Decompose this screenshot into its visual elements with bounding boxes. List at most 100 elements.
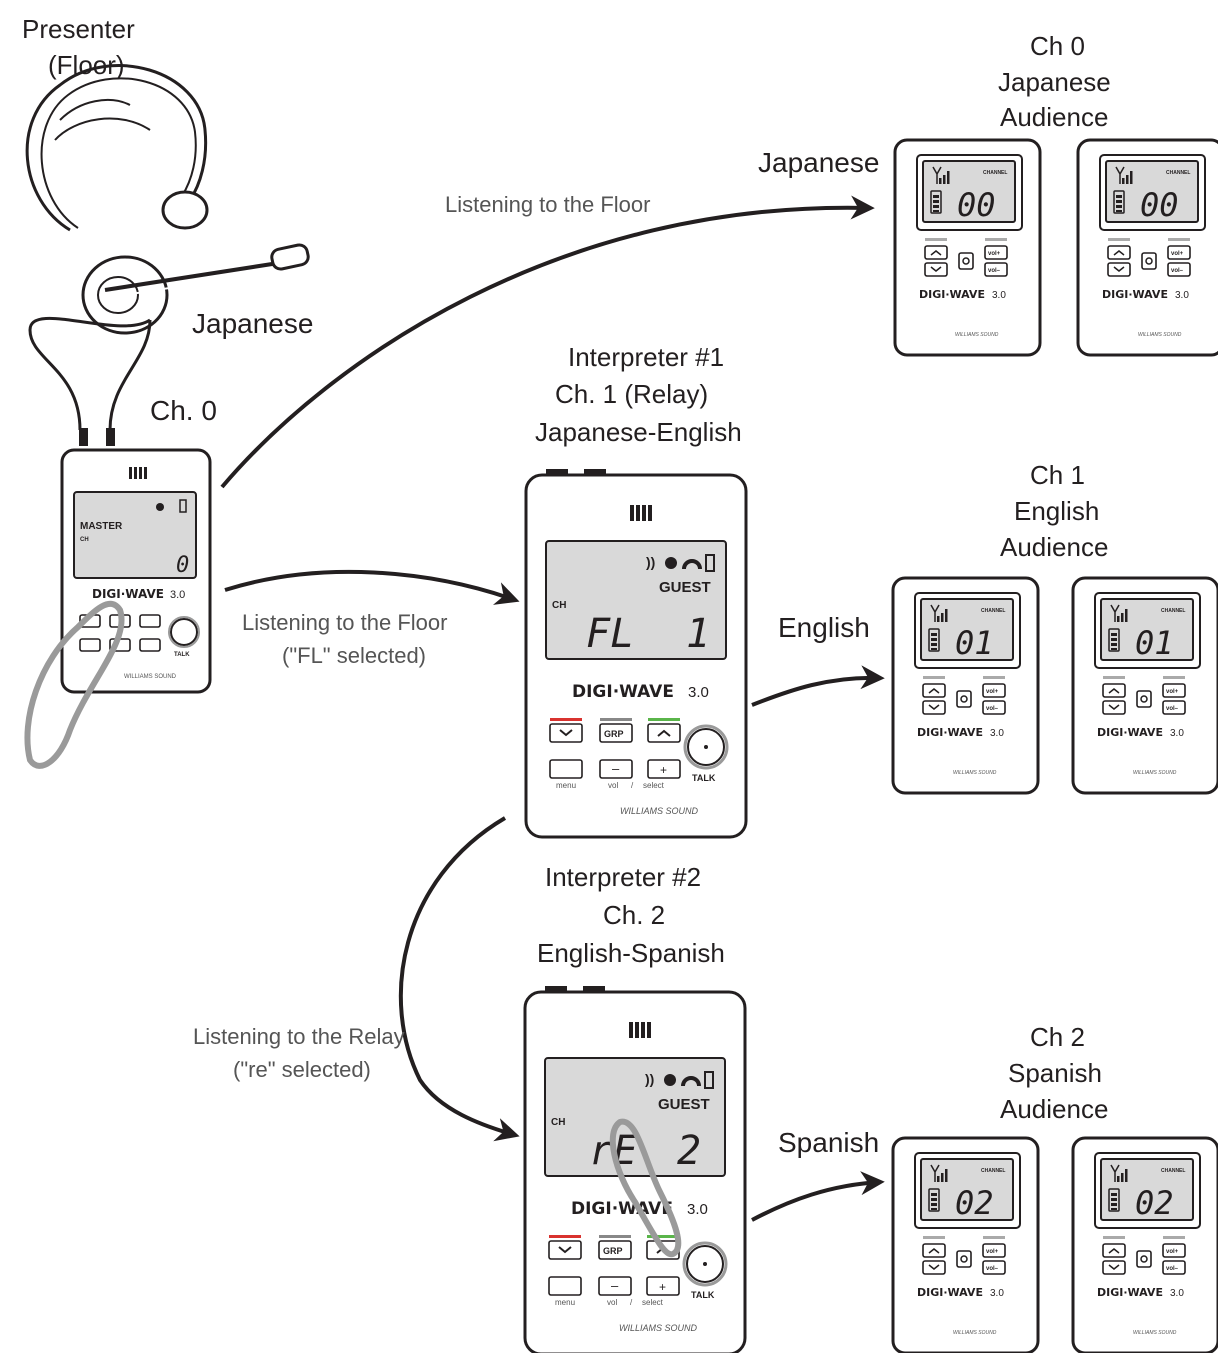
audience2-line2: Spanish — [1008, 1058, 1102, 1088]
interp2-display-right: 2 — [677, 1128, 701, 1174]
receiver-ch2-a-maker: WILLIAMS SOUND — [953, 1330, 997, 1336]
receiver-ch2-b-voldown: vol– — [1166, 1266, 1179, 1272]
receiver-ch2-a-display: 02 — [955, 1184, 994, 1222]
interp1-select: select — [643, 781, 665, 790]
interp2-plus: + — [659, 1280, 666, 1294]
receiver-ch0-b-volup: vol+ — [1171, 251, 1184, 257]
master-brand: DIGI·WAVE — [92, 587, 164, 601]
receiver-ch2-a-voldown: vol– — [986, 1266, 999, 1272]
audience0-line3: Audience — [1000, 102, 1108, 132]
receiver-ch1-b-channel-label: CHANNEL — [1161, 608, 1185, 614]
receiver-ch2-a-volup: vol+ — [986, 1249, 999, 1255]
receiver-ch2-b-volup: vol+ — [1166, 1249, 1179, 1255]
receiver-ch2-a: 02 CHANNEL vol+ vol– DIGI·WAVE 3.0 WILLI… — [891, 1136, 1040, 1353]
receiver-ch1-a-display: 01 — [955, 624, 994, 662]
receiver-ch1-b: 01 CHANNEL vol+ vol– DIGI·WAVE 3.0 WILLI… — [1071, 576, 1218, 795]
receiver-ch0-a-voldown: vol– — [988, 268, 1001, 274]
arrow-floor-to-interp1 — [224, 569, 520, 605]
receiver-ch1-a-voldown: vol– — [986, 706, 999, 712]
receiver-ch0-b-voldown: vol– — [1171, 268, 1184, 274]
receiver-ch2-b-display: 02 — [1135, 1184, 1174, 1222]
receiver-ch0-a: 00 CHANNEL vol+ vol– DIGI·WAVE 3.0 WILLI… — [893, 138, 1042, 357]
audience2-line1: Ch 2 — [1030, 1022, 1085, 1052]
receiver-ch2-a-version: 3.0 — [990, 1288, 1004, 1299]
interp1-ch-label: CH — [552, 600, 566, 611]
receiver-ch1-a-channel-label: CHANNEL — [981, 608, 1005, 614]
interp2-vol: vol — [607, 1298, 617, 1307]
receiver-ch2-b-channel-label: CHANNEL — [1161, 1168, 1185, 1174]
receiver-ch2-a-channel-label: CHANNEL — [981, 1168, 1005, 1174]
receiver-ch1-a-brand: DIGI·WAVE — [917, 726, 983, 739]
audience2-line3: Audience — [1000, 1094, 1108, 1124]
receiver-ch0-a-version: 3.0 — [992, 290, 1006, 301]
link-floor-japanese-label: Listening to the Floor — [445, 192, 650, 217]
receiver-ch2-b: 02 CHANNEL vol+ vol– DIGI·WAVE 3.0 WILLI… — [1071, 1136, 1218, 1353]
receiver-ch1-a-maker: WILLIAMS SOUND — [953, 770, 997, 776]
interp1-line2: Ch. 1 (Relay) — [555, 379, 708, 409]
receiver-ch1-b-maker: WILLIAMS SOUND — [1133, 770, 1177, 776]
receiver-ch0-a-volup: vol+ — [988, 251, 1001, 257]
receiver-ch1-a-version: 3.0 — [990, 728, 1004, 739]
interp1-grp: GRP — [604, 729, 624, 739]
interp1-vol: vol — [608, 781, 618, 790]
interp1-display-left: FL — [586, 611, 634, 657]
interp2-ch-label: CH — [551, 1117, 565, 1128]
receiver-ch2-b-maker: WILLIAMS SOUND — [1133, 1330, 1177, 1336]
interp1-line1: Interpreter #1 — [568, 342, 724, 372]
interp2-minus: – — [611, 1278, 619, 1293]
receiver-ch1-b-voldown: vol– — [1166, 706, 1179, 712]
interp2-menu: menu — [555, 1298, 575, 1307]
interp2-select: select — [642, 1298, 664, 1307]
receiver-ch0-a-brand: DIGI·WAVE — [919, 288, 985, 301]
interp2-grp: GRP — [603, 1246, 623, 1256]
audience0-line1: Ch 0 — [1030, 31, 1085, 61]
interp1-maker: WILLIAMS SOUND — [620, 806, 699, 816]
interpreter2-device: )) GUEST CH rE 2 DIGI·WAVE 3.0 GRP – + m… — [523, 986, 747, 1353]
interp2-line3: English-Spanish — [537, 938, 725, 968]
receiver-ch0-b-channel-label: CHANNEL — [1166, 170, 1190, 176]
receiver-ch0-b: 00 CHANNEL vol+ vol– DIGI·WAVE 3.0 WILLI… — [1076, 138, 1218, 357]
receiver-ch0-b-brand: DIGI·WAVE — [1102, 288, 1168, 301]
link-floor-interp1-line1: Listening to the Floor — [242, 610, 447, 635]
interp1-minus: – — [612, 761, 620, 776]
receiver-ch0-b-maker: WILLIAMS SOUND — [1138, 332, 1182, 338]
receiver-ch0-a-channel-label: CHANNEL — [983, 170, 1007, 176]
arrow-floor-to-japanese — [220, 195, 875, 489]
audience0-language: Japanese — [758, 147, 879, 178]
interp1-version: 3.0 — [688, 684, 709, 701]
presenter-title-line2: (Floor) — [48, 50, 125, 80]
audience1-line3: Audience — [1000, 532, 1108, 562]
presenter-language: Japanese — [192, 308, 313, 339]
audience1-language: English — [778, 612, 870, 643]
master-ch-label: CH — [80, 537, 89, 543]
interpreter1-device: )) GUEST CH FL 1 DIGI·WAVE 3.0 GRP – + m… — [24, 469, 748, 839]
receiver-ch2-a-brand: DIGI·WAVE — [917, 1286, 983, 1299]
interp2-maker: WILLIAMS SOUND — [619, 1323, 698, 1333]
receiver-ch1-a: 01 CHANNEL vol+ vol– DIGI·WAVE 3.0 WILLI… — [891, 576, 1040, 795]
interp1-slash: / — [631, 781, 634, 790]
receiver-ch1-b-volup: vol+ — [1166, 689, 1179, 695]
master-talk: TALK — [174, 652, 190, 658]
receiver-ch1-b-brand: DIGI·WAVE — [1097, 726, 1163, 739]
receiver-ch1-b-display: 01 — [1135, 624, 1174, 662]
interp1-line3: Japanese-English — [535, 417, 742, 447]
receiver-ch2-b-brand: DIGI·WAVE — [1097, 1286, 1163, 1299]
interp2-talk: TALK — [691, 1290, 715, 1300]
audience1-line2: English — [1014, 496, 1099, 526]
interp2-mode: GUEST — [658, 1096, 710, 1113]
svg-text:)): )) — [646, 554, 655, 570]
interp1-display-right: 1 — [686, 611, 710, 657]
interp1-mode: GUEST — [659, 579, 711, 596]
interp1-talk: TALK — [692, 773, 716, 783]
arrow-interp1-to-english — [751, 665, 885, 707]
interp2-line1: Interpreter #2 — [545, 862, 701, 892]
audience1-line1: Ch 1 — [1030, 460, 1085, 490]
link-floor-interp1-line2: ("FL" selected) — [282, 643, 426, 668]
audience0-line2: Japanese — [998, 67, 1111, 97]
receiver-ch0-b-display: 00 — [1140, 186, 1179, 224]
master-transmitter: MASTER CH 0 DIGI·WAVE 3.0 TALK WILLIAMS … — [60, 448, 212, 694]
interp2-slash: / — [630, 1298, 633, 1307]
arrow-interp2-to-spanish — [751, 1171, 885, 1222]
link-relay-interp2-line2: ("re" selected) — [233, 1057, 371, 1082]
